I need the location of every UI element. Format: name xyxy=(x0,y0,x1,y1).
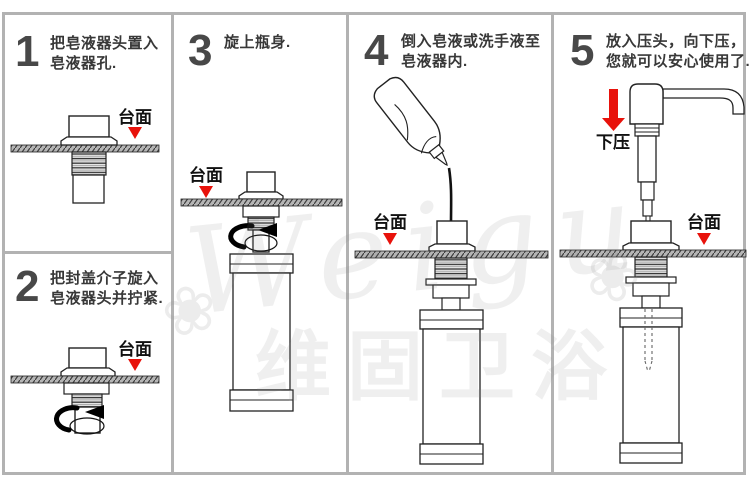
countertop-arrow-icon xyxy=(199,186,213,198)
head-flange xyxy=(60,136,118,146)
squeeze-bottle xyxy=(373,76,448,167)
threaded-shank xyxy=(434,257,468,280)
head-flange xyxy=(60,367,116,377)
rotation-arrow-icon xyxy=(228,223,278,252)
countertop-arrow-icon xyxy=(128,127,142,139)
bottle-neck xyxy=(252,229,270,253)
countertop-arrow-icon xyxy=(128,359,142,371)
step-4-text-line-2: 皂液器内. xyxy=(401,53,468,70)
lower-tube xyxy=(72,174,105,204)
dispenser-head-with-nut-diagram xyxy=(10,347,160,435)
seal-collar xyxy=(63,382,110,395)
head-flange xyxy=(428,243,476,252)
head-flange xyxy=(622,242,680,251)
countertop-bar xyxy=(180,198,343,207)
suction-tube-dashed xyxy=(644,309,653,373)
soap-bottle xyxy=(229,253,294,412)
soap-bottle xyxy=(619,307,683,464)
step-2-number: 2 xyxy=(15,262,40,311)
step-1-text-line-2: 皂液器孔. xyxy=(50,55,117,72)
step-1-number: 1 xyxy=(15,27,40,76)
countertop-label: 台面 xyxy=(373,212,407,232)
countertop-arrow-icon xyxy=(697,233,711,245)
pump-stem xyxy=(637,135,657,183)
countertop-bar xyxy=(354,250,549,259)
step-5-text-line-2: 您就可以安心使用了. xyxy=(606,53,750,70)
pump-spout xyxy=(662,88,745,115)
step-2-panel: 2 把封盖介子旋入 皂液器头并拧紧. 台面 xyxy=(5,251,171,472)
step-4-diagram: 台面 xyxy=(354,76,549,465)
steps-frame: 1 把皂液器头置入 皂液器孔. 台面 2 把封盖介子旋 xyxy=(2,12,750,475)
step-1-panel: 1 把皂液器头置入 皂液器孔. 台面 xyxy=(5,15,171,251)
head-cap xyxy=(246,171,276,193)
countertop-arrow-icon xyxy=(383,233,397,245)
seal-collar xyxy=(432,284,470,299)
seal-collar xyxy=(632,282,670,297)
washer xyxy=(425,278,477,286)
step-5-text-line-1: 放入压头，向下压， xyxy=(606,33,746,50)
countertop-label: 台面 xyxy=(687,212,721,232)
step-2-diagram: 台面 xyxy=(10,339,160,435)
step-1-text-line-1: 把皂液器头置入 xyxy=(50,35,159,52)
step-4-text-line-1: 倒入皂液或洗手液至 xyxy=(401,33,541,50)
pump-head xyxy=(629,83,745,222)
countertop-bar xyxy=(559,249,747,258)
dispenser-with-bottle-diagram xyxy=(180,171,343,412)
head-cap xyxy=(630,220,672,244)
countertop-label: 台面 xyxy=(189,165,223,185)
step-3-diagram: 台面 xyxy=(180,165,343,412)
step-4-number: 4 xyxy=(364,26,389,75)
head-cap xyxy=(68,347,107,369)
step-3-number: 3 xyxy=(188,26,213,75)
head-flange xyxy=(238,191,284,200)
step-3-text-line-1: 旋上瓶身. xyxy=(224,34,291,51)
step-1-diagram: 台面 xyxy=(10,107,160,204)
head-cap xyxy=(436,220,468,245)
step-2-text-line-1: 把封盖介子旋入 xyxy=(50,270,159,287)
head-cap xyxy=(68,115,110,138)
pour-stream xyxy=(447,167,453,223)
threaded-shank xyxy=(71,151,107,176)
bottle-neck xyxy=(441,297,461,311)
column-steps-1-2: 1 把皂液器头置入 皂液器孔. 台面 2 把封盖介子旋 xyxy=(5,15,171,472)
press-down-label: 下压 xyxy=(596,133,630,152)
step-2-text-line-2: 皂液器头并拧紧. xyxy=(50,290,164,307)
threaded-shank xyxy=(634,256,668,278)
dispenser-assembly-diagram xyxy=(559,220,747,464)
soap-bottle xyxy=(419,309,484,465)
step-5-diagram: 下压 台面 xyxy=(559,83,747,464)
countertop-label: 台面 xyxy=(118,107,152,127)
rotation-arrow-icon xyxy=(54,405,105,435)
bottle-neck xyxy=(641,295,661,309)
press-down-arrow-icon xyxy=(602,89,625,131)
step-4-panel: 4 倒入皂液或洗手液至 皂液器内. 台面 xyxy=(346,15,551,472)
step-3-panel: 3 旋上瓶身. 台面 xyxy=(171,15,346,472)
dispenser-head-diagram xyxy=(10,115,160,204)
dispenser-assembly-diagram xyxy=(354,220,549,465)
seal-collar xyxy=(242,205,280,218)
countertop-bar xyxy=(10,144,160,153)
washer xyxy=(625,276,677,284)
countertop-label: 台面 xyxy=(118,339,152,359)
threaded-section xyxy=(71,393,103,408)
step-5-number: 5 xyxy=(570,26,595,75)
countertop-bar xyxy=(10,375,160,384)
step-5-panel: 5 放入压头，向下压， 您就可以安心使用了. 下压 xyxy=(551,15,750,472)
